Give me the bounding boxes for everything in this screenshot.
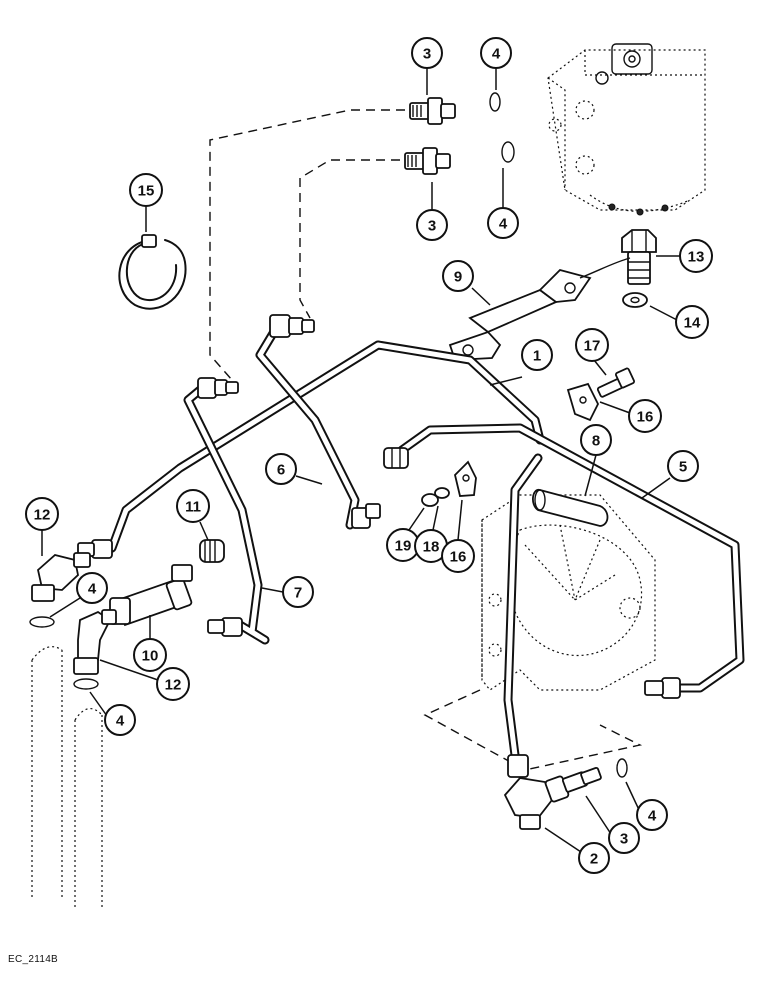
spring-washer <box>434 487 450 499</box>
pipe-nut-6-bottom <box>351 503 381 529</box>
o-ring-lower-left <box>73 678 99 690</box>
callout-3-mid: 3 <box>416 209 448 241</box>
lock-washer <box>622 292 648 308</box>
connection-line-upper <box>209 109 405 381</box>
mounting-bracket <box>448 257 631 361</box>
o-ring-upper <box>489 92 501 112</box>
svg-text:8: 8 <box>592 433 600 450</box>
callout-4-lower: 4 <box>104 704 136 736</box>
callout-16-mid: 16 <box>441 539 475 573</box>
pipe-1 <box>107 340 545 553</box>
callout-13: 13 <box>679 239 713 273</box>
callout-3-top: 3 <box>411 37 443 69</box>
svg-text:16: 16 <box>450 549 467 566</box>
adapter-fitting-bottom <box>544 766 602 803</box>
adapter-fitting-middle <box>404 147 451 175</box>
callout-2: 2 <box>578 842 610 874</box>
clip-bolt <box>596 367 635 398</box>
hose-clamp <box>118 234 187 310</box>
svg-text:7: 7 <box>294 585 302 602</box>
svg-text:11: 11 <box>185 499 201 516</box>
callout-5: 5 <box>667 450 699 482</box>
svg-text:4: 4 <box>88 581 97 598</box>
callout-12-lower: 12 <box>156 667 190 701</box>
svg-text:3: 3 <box>620 831 628 848</box>
elbow-fitting-bottom <box>503 777 554 830</box>
callout-19: 19 <box>386 528 420 562</box>
svg-text:16: 16 <box>637 409 654 426</box>
svg-text:4: 4 <box>492 46 501 63</box>
svg-text:4: 4 <box>116 713 125 730</box>
figure-code: EC_2114B <box>8 954 59 965</box>
svg-text:12: 12 <box>165 677 182 694</box>
pipe-nut-6-top <box>269 314 315 338</box>
svg-text:4: 4 <box>648 808 657 825</box>
hose-right <box>74 708 103 910</box>
pipe-7 <box>183 385 270 645</box>
svg-text:2: 2 <box>590 851 598 868</box>
cap-fitting <box>199 539 225 563</box>
pipe-clip-middle <box>454 460 477 497</box>
leader-lines <box>41 68 680 853</box>
callout-9: 9 <box>442 260 474 292</box>
o-ring-bottom <box>616 758 628 778</box>
svg-text:3: 3 <box>428 218 436 235</box>
flat-washer <box>421 493 439 507</box>
svg-text:13: 13 <box>688 249 705 266</box>
svg-text:1: 1 <box>533 348 541 365</box>
o-ring-left <box>29 616 55 628</box>
callout-4-top: 4 <box>480 37 512 69</box>
callout-16-right: 16 <box>628 399 662 433</box>
callout-4-bottom: 4 <box>636 799 668 831</box>
pipe-nut-2-bottom <box>507 754 529 778</box>
callout-10: 10 <box>133 638 167 672</box>
drive-shaft <box>532 489 609 527</box>
callout-1: 1 <box>521 339 553 371</box>
callout-14: 14 <box>675 305 709 339</box>
pipe-nut-5-right <box>644 677 681 699</box>
pipe-nut-5-left <box>383 447 409 469</box>
svg-text:9: 9 <box>454 269 462 286</box>
elbow-fitting-lower <box>73 609 117 675</box>
steering-motor <box>547 43 706 216</box>
svg-text:12: 12 <box>34 507 51 524</box>
adapter-fitting-upper <box>409 97 456 125</box>
svg-text:17: 17 <box>584 338 601 355</box>
svg-text:18: 18 <box>423 539 440 556</box>
pipe-5 <box>397 423 745 693</box>
callout-4-mid: 4 <box>487 207 519 239</box>
callout-17: 17 <box>575 328 609 362</box>
svg-text:4: 4 <box>499 216 508 233</box>
svg-text:5: 5 <box>679 459 687 476</box>
hydraulic-pump <box>423 494 656 771</box>
callout-15: 15 <box>129 173 163 207</box>
svg-text:6: 6 <box>277 462 285 479</box>
connection-line-middle <box>299 159 400 319</box>
elbow-fitting-upper <box>31 552 91 602</box>
svg-text:15: 15 <box>138 183 155 200</box>
pipe-nut-7-bottom <box>207 617 243 637</box>
callout-4-left: 4 <box>76 572 108 604</box>
callout-6: 6 <box>265 453 297 485</box>
svg-text:14: 14 <box>684 315 701 332</box>
callout-3-bottom: 3 <box>608 822 640 854</box>
bolt <box>621 229 657 285</box>
pipe-nut-7-top <box>197 377 239 399</box>
svg-text:3: 3 <box>423 46 431 63</box>
hose-left <box>31 646 63 900</box>
svg-text:10: 10 <box>142 648 159 665</box>
callout-8: 8 <box>580 424 612 456</box>
callout-12-left: 12 <box>25 497 59 531</box>
callout-7: 7 <box>282 576 314 608</box>
pipe-2 <box>503 453 543 760</box>
o-ring-middle <box>501 141 515 163</box>
tee-fitting <box>109 564 193 627</box>
callout-18: 18 <box>414 529 448 563</box>
pipe-clip-right <box>566 382 600 422</box>
svg-text:19: 19 <box>395 538 412 555</box>
callout-11: 11 <box>176 489 210 523</box>
